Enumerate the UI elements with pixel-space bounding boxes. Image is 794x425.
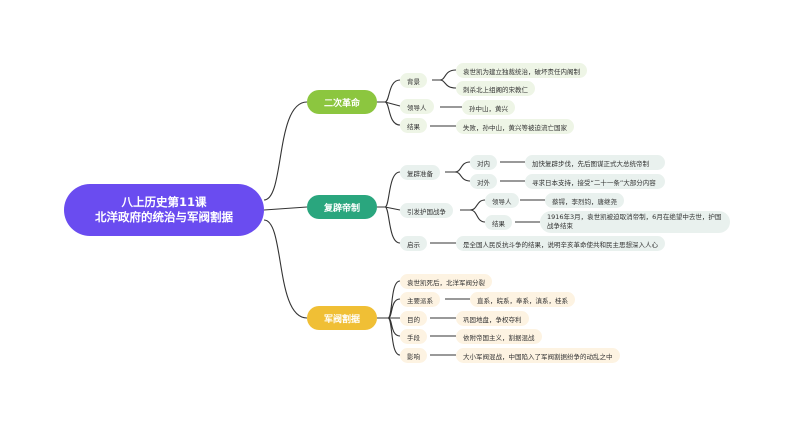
node-war-result[interactable]: 结果 <box>485 215 512 230</box>
node-goal[interactable]: 目的 <box>400 311 427 326</box>
node-external[interactable]: 对外 <box>470 174 497 189</box>
node-background[interactable]: 背景 <box>400 73 427 88</box>
node-factions-value[interactable]: 直系，皖系，奉系，滇系，桂系 <box>470 292 575 307</box>
node-result[interactable]: 结果 <box>400 118 427 133</box>
node-impact-value[interactable]: 大小军阀混战，中国陷入了军阀割据纷争的动乱之中 <box>456 348 620 363</box>
root-title-line1: 八上历史第11课 <box>121 195 207 209</box>
node-goal-value[interactable]: 巩固地盘，争权夺利 <box>456 311 529 326</box>
node-leader-value[interactable]: 孙中山，黄兴 <box>462 100 515 115</box>
node-impact[interactable]: 影响 <box>400 348 427 363</box>
node-war-result-value[interactable]: 1916年3月，袁世凯被迫取消帝制，6月在绝望中去世，护国战争结束 <box>540 211 730 233</box>
node-national-protection-war[interactable]: 引发护国战争 <box>400 203 453 218</box>
node-restoration-prep[interactable]: 复辟准备 <box>400 165 440 180</box>
node-factions[interactable]: 主要派系 <box>400 292 440 307</box>
node-war-leader-value[interactable]: 蔡锷，李烈钧，唐继尧 <box>545 193 624 208</box>
node-lesson-value[interactable]: 是全国人民反抗斗争的结果，说明辛亥革命使共和民主思想深入人心 <box>456 236 665 251</box>
branch-warlord-separatism[interactable]: 军阀割据 <box>307 306 377 330</box>
root-title-line2: 北洋政府的统治与军阀割据 <box>95 210 233 224</box>
node-background-item-2[interactable]: 刺杀北上组阁的宋教仁 <box>456 81 535 96</box>
node-internal[interactable]: 对内 <box>470 155 497 170</box>
branch-restoration[interactable]: 复辟帝制 <box>307 195 377 219</box>
node-war-leader[interactable]: 领导人 <box>485 193 519 208</box>
node-leader[interactable]: 领导人 <box>400 99 434 114</box>
node-lesson[interactable]: 启示 <box>400 236 427 251</box>
node-internal-value[interactable]: 加快复辟步伐，先后图谋正式大总统帝制 <box>525 155 665 170</box>
node-beiyang-split[interactable]: 袁世凯死后，北洋军阀分裂 <box>400 274 492 289</box>
branch-second-revolution[interactable]: 二次革命 <box>307 90 377 114</box>
node-external-value[interactable]: 寻求日本支持，接受“二十一条”大部分内容 <box>525 174 665 189</box>
root-topic[interactable]: 八上历史第11课 北洋政府的统治与军阀割据 <box>64 184 264 236</box>
node-means-value[interactable]: 依附帝国主义，割据混战 <box>456 329 542 344</box>
node-background-item-1[interactable]: 袁世凯为建立独裁统治，破坏责任内阁制 <box>456 63 587 78</box>
node-result-value[interactable]: 失败，孙中山，黄兴等被迫流亡国家 <box>456 119 574 134</box>
node-means[interactable]: 手段 <box>400 329 427 344</box>
